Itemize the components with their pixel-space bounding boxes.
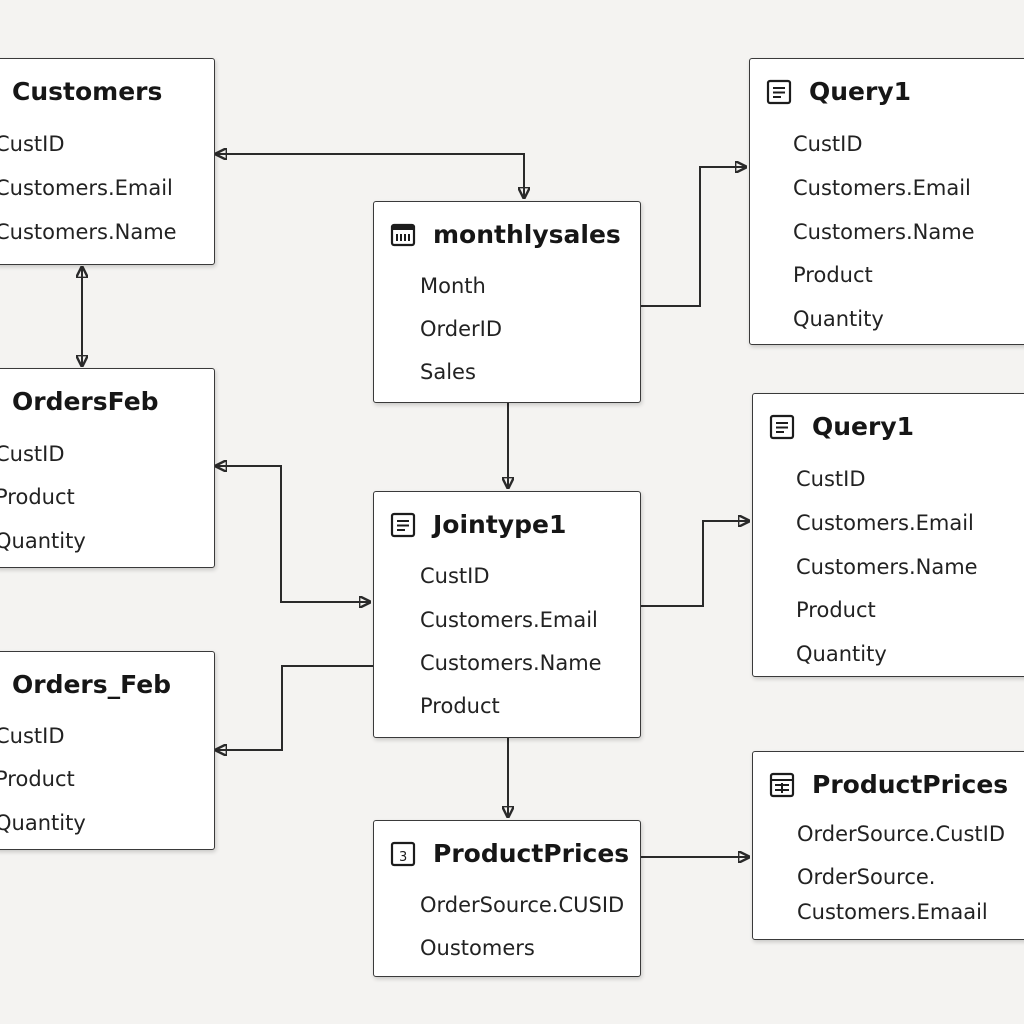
field-row: CustID [0,724,65,748]
table-title: OrdersFeb [12,387,159,416]
field-row: CustID [793,132,863,156]
field-row: Quantity [0,811,86,835]
field-row: Customers.Email [420,608,598,632]
field-row: Customers.Email [793,176,971,200]
field-row: Month [420,274,486,298]
connector-monthlysales-query1-top [641,167,746,307]
table-title: ProductPrices [812,770,1009,799]
table-card-productprices-right[interactable]: ProductPrices OrderSource.CustID OrderSo… [752,751,1024,940]
table-card-productprices-center[interactable]: 3 ProductPrices OrderSource.CUSID Oustom… [373,820,641,977]
field-row: Product [0,767,75,791]
field-row: Customers.Name [796,555,978,579]
field-row: CustID [420,564,490,588]
field-row: Product [793,263,873,287]
table-title: Query1 [809,77,912,106]
field-row: CustID [796,467,866,491]
field-row: Oustomers [420,936,535,960]
connector-customers-monthlysales [216,154,524,198]
field-row: Customers.Email [0,176,173,200]
field-row: Quantity [796,642,887,666]
field-row: OrderSource. Customers.Emaail [797,865,988,924]
table-card-jointype1[interactable]: Jointype1 CustID Customers.Email Custome… [373,491,641,738]
table-card-ordersfeb[interactable]: OrdersFeb CustID Product Quantity [0,368,215,568]
table-card-query1-mid[interactable]: Query1 CustID Customers.Email Customers.… [752,393,1024,677]
connector-jointype1-query1-mid [641,521,749,607]
field-row: CustID [0,442,65,466]
table-title: Jointype1 [433,510,567,539]
field-row: Product [0,485,75,509]
field-row: OrderID [420,317,503,341]
table-title: Orders_Feb [12,670,172,699]
field-row: Sales [420,360,476,384]
grid-table-icon [768,771,796,799]
field-row: Customers.Name [0,220,177,244]
field-row: Quantity [793,307,884,331]
table-title: Customers [12,77,163,106]
table-card-query1-top[interactable]: Query1 CustID Customers.Email Customers.… [749,58,1024,345]
table-card-monthlysales[interactable]: monthlysales Month OrderID Sales [373,201,641,403]
calendar-table-icon [389,221,417,249]
table-title: ProductPrices [433,839,630,868]
numbered-table-icon: 3 [389,840,417,868]
query-list-icon [768,413,796,441]
table-card-customers[interactable]: Customers CustID Customers.Email Custome… [0,58,215,265]
table-title: Query1 [812,412,915,441]
table-title: monthlysales [433,220,621,249]
connector-jointype1-orders-feb [216,665,373,750]
icon-glyph: 3 [399,850,407,865]
query-list-icon [765,78,793,106]
field-row: Product [796,598,876,622]
query-list-icon [389,511,417,539]
field-row: OrderSource.CustID [797,822,1005,846]
field-row: Customers.Email [796,511,974,535]
field-row: OrderSource.CUSID [420,893,625,917]
field-row: Customers.Name [793,220,975,244]
connector-ordersfeb-jointype1 [216,466,370,602]
field-row: Product [420,694,500,718]
table-card-orders-feb[interactable]: Orders_Feb CustID Product Quantity [0,651,215,850]
field-row: Quantity [0,529,86,553]
field-row: CustID [0,132,65,156]
field-row: Customers.Name [420,651,602,675]
